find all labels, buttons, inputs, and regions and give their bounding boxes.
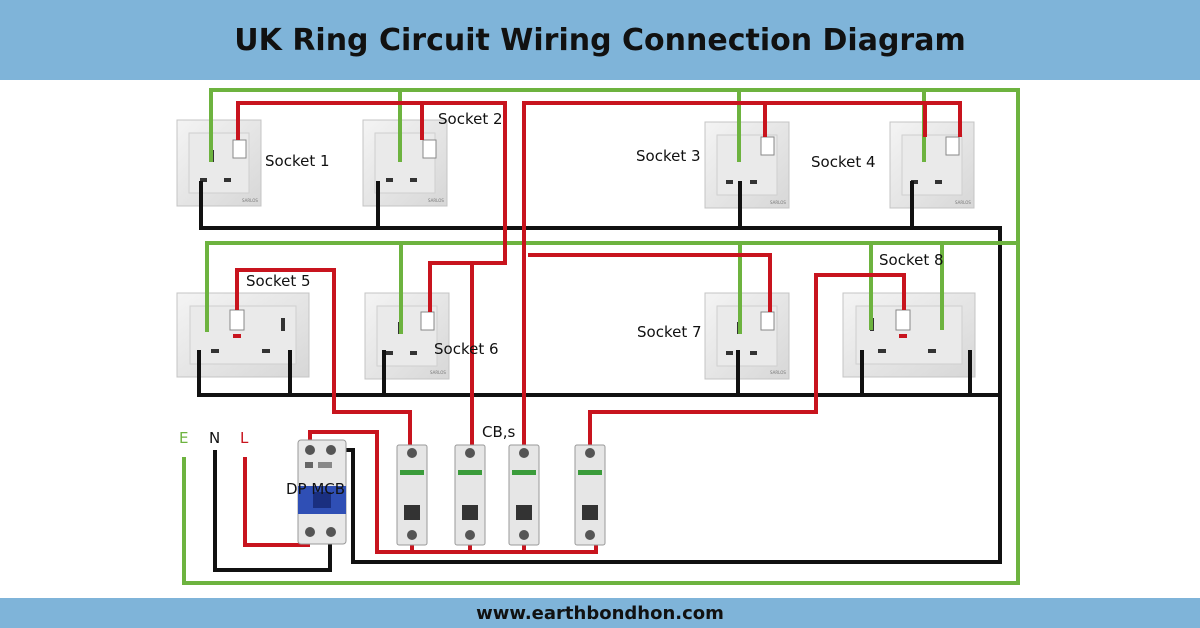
socket-2-label: Socket 2	[438, 110, 503, 128]
circuit-breaker-2[interactable]	[454, 444, 486, 546]
cbs-label: CB,s	[482, 423, 516, 441]
svg-text:SARLOS: SARLOS	[770, 370, 786, 375]
circuit-breaker-1[interactable]	[396, 444, 428, 546]
svg-text:SARLOS: SARLOS	[242, 198, 258, 203]
svg-text:SARLOS: SARLOS	[955, 200, 971, 205]
footer-banner: www.earthbondhon.com	[0, 598, 1200, 628]
dp-mcb[interactable]	[297, 439, 347, 545]
neutral-wiring	[197, 181, 1002, 572]
svg-text:SARLOS: SARLOS	[770, 200, 786, 205]
circuit-breaker-3[interactable]	[508, 444, 540, 546]
wiring-diagram: SARLOS SARLOS SARLOS SARLOS	[176, 88, 1020, 585]
socket-4-label: Socket 4	[811, 153, 876, 171]
neutral-label: N	[209, 429, 220, 447]
socket-3-label: Socket 3	[636, 147, 701, 165]
website-url[interactable]: www.earthbondhon.com	[476, 602, 724, 624]
page-title: UK Ring Circuit Wiring Connection Diagra…	[234, 22, 966, 58]
socket-8-label: Socket 8	[879, 251, 944, 269]
live-wiring	[235, 101, 962, 554]
live-label: L	[240, 429, 249, 447]
socket-1: SARLOS	[176, 119, 262, 207]
svg-text:SARLOS: SARLOS	[428, 198, 444, 203]
title-banner: UK Ring Circuit Wiring Connection Diagra…	[0, 0, 1200, 80]
svg-text:SARLOS: SARLOS	[430, 370, 446, 375]
socket-5-label: Socket 5	[246, 272, 311, 290]
socket-7: SARLOS	[704, 292, 790, 380]
socket-6-label: Socket 6	[434, 340, 499, 358]
socket-3: SARLOS	[704, 121, 790, 209]
socket-2: SARLOS	[362, 119, 448, 207]
circuit-breaker-4[interactable]	[574, 444, 606, 546]
earth-label: E	[179, 429, 188, 447]
socket-1-label: Socket 1	[265, 152, 330, 170]
socket-7-label: Socket 7	[637, 323, 702, 341]
dp-mcb-label: DP MCB	[286, 480, 345, 498]
socket-6: SARLOS	[364, 292, 450, 380]
